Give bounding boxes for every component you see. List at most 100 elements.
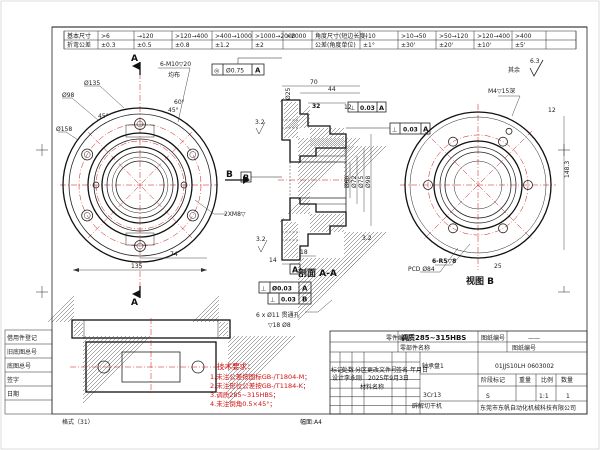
view-b-dim-25: 25 [494,263,502,270]
sec-dim-18: 18 [300,249,308,256]
side-registry: 借用件登记 旧底图总号 底图总号 签字 日期 [4,329,53,415]
tb-material-code-label: 零件编号 [386,334,410,342]
gdt-bottom1-datum: A [302,285,308,293]
tol-row2-cell: 折弯公差 [67,41,91,49]
gdt-perp-symbol: ⊥ [392,127,397,134]
roughness-left: 3.2 [255,119,265,126]
gdt-perp-right: ⊥ 0.03 A [346,122,431,135]
sec-dim-70: 70 [310,79,318,86]
view-b-bolt-hole [498,223,508,234]
front-dim-135: 135 [131,263,143,270]
tb-product: 辟解切干机 [412,402,442,410]
tb-material-label: 材料名称 [360,383,384,391]
view-b-title: 视图 B [466,275,494,287]
hole-note: 6 x Ø11 贯通孔 [256,311,299,319]
tb-date: 2025年9月3日 [368,374,409,382]
tb-qty: 1 [566,393,570,400]
view-b-dim-148: 148.3 [564,161,571,178]
tb-drawing-no-label: 图纸编号 [512,344,536,352]
tol-row2-cell: ±5' [515,42,526,49]
gdt-perp-datum: A [423,126,429,134]
tol-row2-cell: 公差(角度单位) [315,41,356,49]
tol-row1-cell: ~10 [363,33,376,40]
gdt-top-datum: A [255,67,261,75]
gdt-top-symbol: ◎ [214,68,219,75]
roughness-left2: 3.2 [256,236,266,243]
tol-row2-cell: ±0.3 [101,42,116,49]
tb-weight-label: 重量 [519,376,531,384]
tol-row1-cell: 角度尺寸(短边长度) [315,32,368,40]
gdt-top-value: Ø0.75 [226,68,244,75]
front-dim-angle2: 60° [174,99,185,106]
gdt-perp2-value: 0.03 [360,105,375,112]
side-label-4: 签字 [7,376,19,384]
tol-row1-cell: >400 [515,33,532,40]
tb-count-label: 处数 [342,366,354,374]
footer-format: 格式（31） [62,418,94,426]
front-dim-74: 74 [170,251,178,258]
tb-blank-dash: —— [528,335,540,342]
tb-qty-label: 数量 [561,376,573,384]
sec-dim-dia: Ø98 [365,175,372,188]
tech-note-2: 2.未注形位公差按GB-/T1184-K； [210,381,309,390]
front-dim-d98: Ø98 [62,92,75,99]
gdt-top: ◎ Ø0.75 A [211,57,282,76]
front-tap-hole [180,181,188,189]
view-b-bolt-hole [498,136,508,147]
gdt-bottom2-value: 0.03 [281,297,296,304]
tb-mark-label: 标记 [331,366,343,374]
tol-row2-cell: ±10' [477,42,492,49]
tol-row1-cell: >400→1000 [215,33,252,40]
tol-row2-cell: ±0.5 [137,42,152,49]
front-bolt-hole [186,148,199,161]
front-dim-d158: Ø158 [56,126,72,133]
tb-part-label: 零部件名称 [400,344,430,352]
side-label-5: 日期 [7,390,19,398]
tb-company: 东莞市东帆自动化机械科技有限公司 [480,404,576,412]
view-b-r5: 6-R5▽8 [432,258,456,265]
gdt-bottom1-symbol: ⊥ [261,286,266,293]
tol-row1-cell: >120→400 [477,33,510,40]
tol-row1-cell: >6 [101,33,110,40]
tech-note-1: 1.未注公差按国标GB-/T1804-M； [210,372,311,381]
gdt-bottom2-datum: B [302,296,307,304]
sec-dim-32: 32 [312,103,320,110]
tol-row2-cell: ±0.8 [175,42,190,49]
tech-notes-title: 技术要求： [217,361,255,371]
view-b-pcd: PCD Ø84 [408,266,435,273]
tb-heat-treatment: 调质285~315HBS [401,333,466,342]
front-bolt-hole [134,118,146,130]
hole-note2: ▽18 Ø8 [268,322,291,329]
tol-row2-cell: ±30' [401,42,416,49]
sec-dim-14: 14 [269,257,277,264]
sec-dim-dia: Ø75 [358,175,365,188]
tol-row1-cell: >120→400 [175,33,208,40]
gdt-perp-value: 0.03 [403,127,418,134]
tb-scale-label: 比例 [541,376,553,384]
tb-designer: 李永刚 [344,374,362,382]
gdt-perp2-symbol: ⊥ [350,105,355,112]
tb-change-label: 更改文件号 [367,366,397,374]
gdt-bottom-2: ⊥ 0.03 B [267,292,312,305]
view-b-bolt-hole [448,136,458,147]
tb-date-label: 年月日 [410,366,428,374]
sec-dim-dia: Ø72 [351,175,358,188]
tb-sign-label: 签名 [396,366,408,374]
gdt-bottom1-value: Ø0.03 [272,286,292,293]
side-label-1: 借用件登记 [7,334,37,342]
tol-row1-cell: >1000→2000 [255,33,296,40]
front-dim-angle1: 45° [98,113,109,120]
tech-note-3: 3.调质285~315HBS； [210,390,279,399]
view-b-arrow-letter: B [226,170,233,180]
bottom-left-views [47,295,296,404]
front-thread-note2: 均布 [168,71,180,79]
front-thread-note: 6-M10▽20 [160,61,191,68]
view-b-bolt-hole [448,223,458,234]
tb-part-name: 轴承盘1 [422,362,444,370]
tol-row1-cell: >2000 [286,33,306,40]
title-block: 零件编号 调质285~315HBS 图纸编号 —— 零部件名称 图纸编号 标记 … [329,330,588,415]
tb-stage-label: 阶段标记 [481,376,505,384]
